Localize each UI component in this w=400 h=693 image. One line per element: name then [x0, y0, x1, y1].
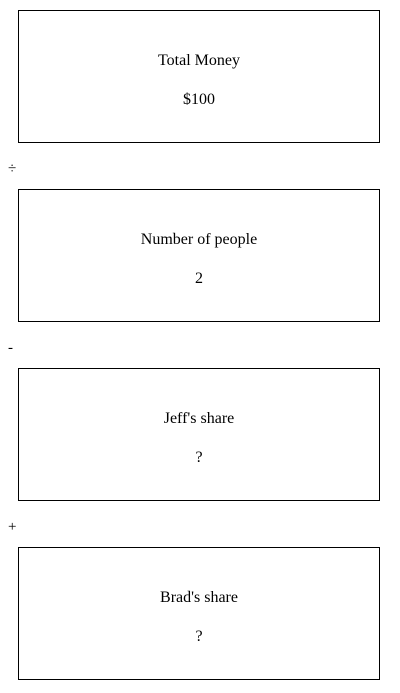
plus-operator: + — [8, 519, 17, 535]
box-value: $100 — [183, 91, 215, 108]
divide-operator: ÷ — [8, 161, 17, 177]
box-value: 2 — [195, 270, 203, 287]
minus-operator: - — [8, 340, 13, 356]
box-label: Number of people — [140, 231, 258, 248]
box-value: ? — [195, 449, 203, 466]
box-label: Brad's share — [160, 589, 238, 606]
box-label: Jeff's share — [163, 410, 235, 427]
number-of-people-box: Number of people 2 — [18, 189, 380, 322]
box-value: ? — [195, 628, 203, 645]
brads-share-box: Brad's share ? — [18, 547, 380, 680]
box-label: Total Money — [158, 52, 240, 69]
total-money-box: Total Money $100 — [18, 10, 380, 143]
jeffs-share-box: Jeff's share ? — [18, 368, 380, 501]
